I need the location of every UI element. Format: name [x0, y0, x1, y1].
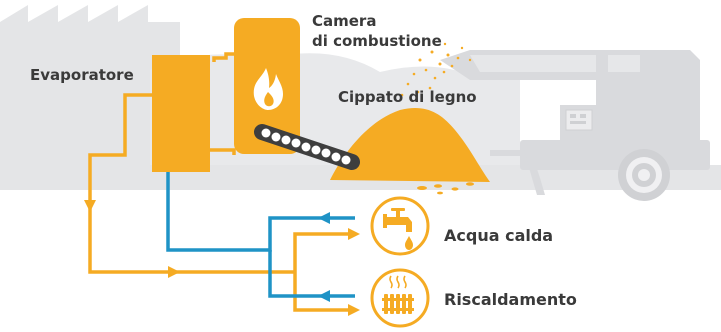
radiator-badge	[370, 268, 430, 328]
arrow-right-orange-bottom	[168, 266, 180, 278]
orange-pipes	[88, 52, 355, 312]
tap-badge	[370, 196, 430, 256]
arrow-down-orange	[84, 200, 96, 212]
radiator-icon	[382, 294, 414, 314]
blue-arrows	[318, 212, 330, 302]
label-camera-line1: Camera	[312, 12, 377, 30]
label-cippato: Cippato di legno	[338, 88, 477, 106]
truck-wheel	[618, 149, 670, 201]
arrow-left-blue-acqua	[318, 212, 330, 224]
arrow-right-orange-risc	[348, 304, 360, 316]
label-riscaldamento: Riscaldamento	[444, 290, 577, 309]
wood-chip-pile	[330, 42, 490, 195]
flame-icon	[253, 68, 283, 110]
heat-waves	[389, 275, 407, 289]
factory-silhouette	[0, 5, 180, 190]
combustion-chamber	[234, 18, 300, 154]
arrow-left-blue-risc	[318, 290, 330, 302]
label-acqua-calda: Acqua calda	[444, 226, 554, 245]
evaporator-unit	[152, 55, 210, 172]
flame-core	[264, 92, 274, 107]
orange-arrows	[84, 200, 360, 316]
label-camera-line2: di combustione	[312, 32, 442, 50]
arrow-right-orange-acqua	[348, 228, 360, 240]
control-box	[565, 109, 593, 131]
auger-conveyor	[254, 124, 360, 170]
water-tap-icon	[383, 208, 413, 250]
label-evaporatore: Evaporatore	[30, 66, 134, 84]
